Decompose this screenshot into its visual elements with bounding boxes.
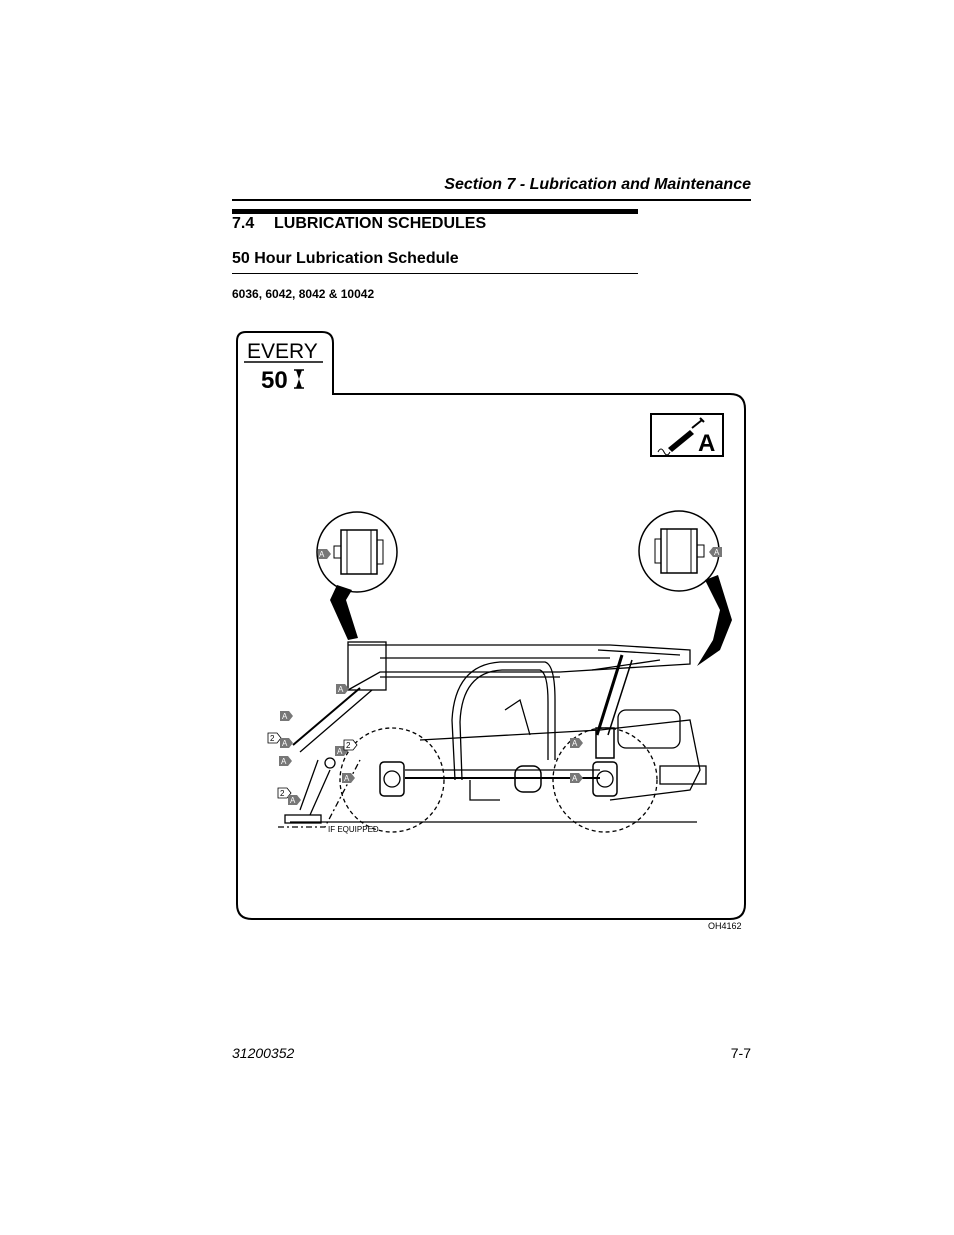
heading-rule bbox=[232, 209, 638, 214]
svg-text:A: A bbox=[290, 796, 296, 805]
optional-note: IF EQUIPPED bbox=[328, 825, 379, 834]
interval-value: 50 bbox=[261, 367, 288, 394]
section-title: Section 7 - Lubrication and Maintenance bbox=[444, 176, 751, 193]
left-leader bbox=[330, 585, 358, 640]
heading-title: LUBRICATION SCHEDULES bbox=[274, 215, 487, 232]
model-list: 6036, 6042, 8042 & 10042 bbox=[232, 287, 375, 301]
svg-text:2: 2 bbox=[270, 734, 275, 743]
lube-badge-letter: A bbox=[698, 430, 715, 457]
svg-text:2: 2 bbox=[280, 789, 285, 798]
svg-text:A: A bbox=[344, 774, 350, 783]
point-label: A bbox=[319, 550, 325, 559]
telehandler-drawing bbox=[278, 641, 707, 833]
svg-text:A: A bbox=[281, 757, 287, 766]
figure-frame bbox=[236, 331, 746, 920]
footer-page-number: 7-7 bbox=[730, 1045, 751, 1061]
svg-text:A: A bbox=[337, 747, 343, 756]
svg-text:A: A bbox=[282, 712, 288, 721]
subheading: 50 Hour Lubrication Schedule bbox=[232, 250, 459, 267]
footer-doc-number: 31200352 bbox=[232, 1045, 295, 1061]
interval-label: EVERY bbox=[247, 340, 318, 363]
svg-text:A: A bbox=[338, 685, 344, 694]
right-leader bbox=[697, 575, 732, 666]
svg-text:A: A bbox=[282, 739, 288, 748]
heading-number: 7.4 bbox=[232, 215, 255, 232]
point-label: A bbox=[714, 548, 720, 557]
lube-point-markers: A 2 A A A A 2 A 2 A A A bbox=[267, 684, 583, 805]
hourglass-icon bbox=[294, 369, 304, 389]
section-rule bbox=[232, 199, 751, 201]
svg-text:2: 2 bbox=[346, 741, 351, 750]
right-detail-circle: A bbox=[638, 510, 722, 592]
grease-gun-icon bbox=[650, 413, 724, 457]
svg-text:A: A bbox=[572, 739, 578, 748]
svg-text:A: A bbox=[572, 774, 578, 783]
left-detail-circle: A bbox=[316, 511, 398, 593]
figure-code: OH4162 bbox=[708, 921, 742, 931]
subheading-rule bbox=[232, 273, 638, 274]
